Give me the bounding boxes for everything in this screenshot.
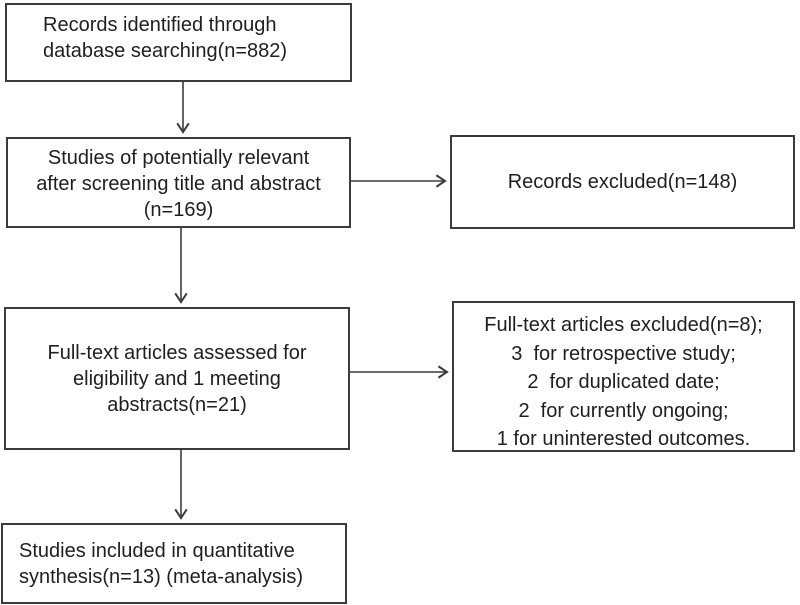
box-records-identified: Records identified through database sear… bbox=[5, 3, 352, 82]
studies-included-label: Studies included in quantitative synthes… bbox=[19, 539, 303, 588]
fulltext-assessed-label: Full-text articles assessed for eligibil… bbox=[47, 341, 307, 416]
box-fulltext-excluded: Full-text articles excluded(n=8); 3 for … bbox=[452, 301, 795, 452]
box-records-excluded: Records excluded(n=148) bbox=[450, 135, 795, 229]
records-excluded-label: Records excluded(n=148) bbox=[507, 171, 738, 193]
box-studies-screened: Studies of potentially relevant after sc… bbox=[6, 137, 351, 228]
box-studies-included: Studies included in quantitative synthes… bbox=[1, 523, 347, 604]
box-fulltext-assessed: Full-text articles assessed for eligibil… bbox=[4, 307, 350, 450]
